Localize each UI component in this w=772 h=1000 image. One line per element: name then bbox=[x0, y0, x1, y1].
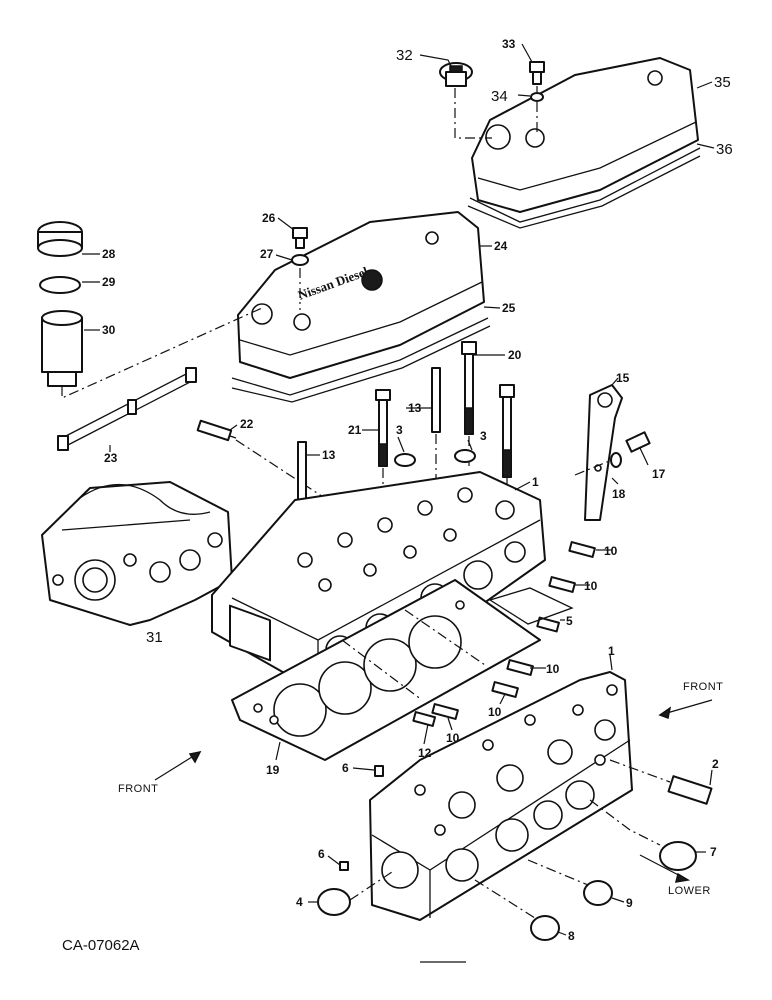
injector-sleeve bbox=[667, 775, 713, 805]
callout-13-lower: 13 bbox=[322, 448, 336, 462]
sealing-washer-alt bbox=[530, 92, 544, 102]
oil-filler-cap bbox=[439, 62, 473, 87]
callout-34: 34 bbox=[491, 88, 508, 105]
expansion-plug-large bbox=[659, 841, 697, 871]
callout-35: 35 bbox=[714, 74, 731, 91]
lower-arrow bbox=[639, 854, 691, 883]
callout-18: 18 bbox=[612, 487, 626, 501]
cover-seal-washer bbox=[291, 254, 309, 266]
callout-1-upper: 1 bbox=[532, 475, 539, 489]
callout-19: 19 bbox=[266, 763, 280, 777]
callout-25: 25 bbox=[502, 301, 516, 315]
bolt-washer-left bbox=[394, 453, 416, 467]
callout-20: 20 bbox=[508, 348, 522, 362]
cylinder-head-assembly-view bbox=[41, 481, 233, 626]
front-arrow-upper bbox=[658, 699, 713, 720]
callout-6-lower: 6 bbox=[318, 847, 325, 861]
callout-29: 29 bbox=[102, 275, 116, 289]
callout-36: 36 bbox=[716, 141, 733, 158]
hook-washer bbox=[610, 452, 622, 468]
cover-bolt bbox=[292, 227, 308, 249]
head-bolt-right bbox=[499, 384, 515, 478]
bolt-washer-right bbox=[454, 449, 476, 463]
lower-label: LOWER bbox=[668, 885, 711, 897]
callout-4: 4 bbox=[296, 895, 303, 909]
callout-31: 31 bbox=[146, 629, 163, 646]
callout-9: 9 bbox=[626, 896, 633, 910]
callout-33: 33 bbox=[502, 37, 516, 51]
callout-3-right: 3 bbox=[480, 429, 487, 443]
head-bolt-long bbox=[461, 341, 477, 435]
rocker-cover-alt bbox=[471, 57, 699, 213]
small-plug-upper bbox=[374, 765, 384, 777]
cover-bolt-alt bbox=[529, 61, 545, 85]
callout-22: 22 bbox=[240, 417, 254, 431]
callout-26: 26 bbox=[262, 211, 276, 225]
cylinder-head-gasket bbox=[231, 579, 541, 761]
callout-7: 7 bbox=[710, 845, 717, 859]
hook-bolt bbox=[625, 431, 651, 453]
glow-plug bbox=[196, 419, 237, 442]
filler-cap bbox=[37, 221, 83, 257]
rocker-cover-gasket-alt bbox=[467, 147, 701, 229]
callout-10-b: 10 bbox=[584, 579, 598, 593]
callout-23: 23 bbox=[104, 451, 118, 465]
callout-13-upper: 13 bbox=[408, 401, 422, 415]
callout-28: 28 bbox=[102, 247, 116, 261]
callout-27: 27 bbox=[260, 247, 274, 261]
callout-24: 24 bbox=[494, 239, 508, 253]
callout-10-c: 10 bbox=[546, 662, 560, 676]
cylinder-head-stud-upper bbox=[431, 367, 441, 433]
rocker-cover: Nissan Diesel bbox=[237, 211, 485, 379]
filler-gasket bbox=[39, 276, 81, 294]
callout-30: 30 bbox=[102, 323, 116, 337]
callout-17: 17 bbox=[652, 467, 666, 481]
expansion-plug-9 bbox=[583, 880, 613, 906]
front-label-lower: FRONT bbox=[118, 783, 158, 795]
small-plug-lower bbox=[339, 861, 349, 871]
cylinder-head-stud bbox=[297, 441, 307, 503]
wire-harness-bracket bbox=[57, 367, 197, 451]
front-arrow-lower bbox=[154, 750, 202, 781]
callout-5: 5 bbox=[566, 614, 573, 628]
cylinder-head bbox=[211, 471, 546, 693]
figure-code: CA-07062A bbox=[62, 937, 140, 954]
callout-3-left: 3 bbox=[396, 423, 403, 437]
callout-32: 32 bbox=[396, 47, 413, 64]
front-label-upper: FRONT bbox=[683, 681, 723, 693]
callout-6-upper: 6 bbox=[342, 761, 349, 775]
callout-15: 15 bbox=[616, 371, 630, 385]
callout-2: 2 bbox=[712, 757, 719, 771]
callout-10-a: 10 bbox=[604, 544, 618, 558]
callout-10-d: 10 bbox=[488, 705, 502, 719]
head-bolt-short bbox=[375, 389, 391, 467]
callout-8: 8 bbox=[568, 929, 575, 943]
filler-extension bbox=[41, 310, 83, 387]
callout-1-lower: 1 bbox=[608, 644, 615, 658]
expansion-plug-8 bbox=[530, 915, 560, 941]
callout-21: 21 bbox=[348, 423, 362, 437]
dowel-pins bbox=[412, 541, 596, 727]
rocker-cover-gasket bbox=[231, 317, 491, 403]
callout-12: 12 bbox=[418, 746, 432, 760]
expansion-plug-4 bbox=[317, 888, 351, 916]
callout-10-e: 10 bbox=[446, 731, 460, 745]
cylinder-head-lower-view bbox=[369, 671, 633, 921]
